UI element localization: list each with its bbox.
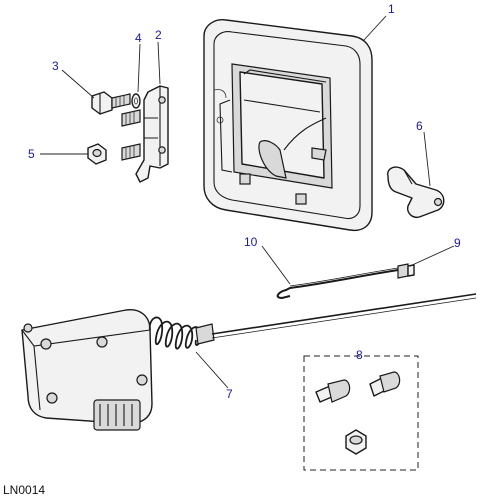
rod-grommet <box>397 263 415 279</box>
nut <box>87 143 107 165</box>
fixing-kit-box <box>303 355 419 471</box>
kit-stud-left <box>315 379 351 403</box>
callout-labels: 1 2 3 4 5 6 7 8 9 10 <box>28 2 461 401</box>
callout-4: 4 <box>135 31 142 45</box>
fixing-kit <box>303 355 419 471</box>
diagram-reference: LN0014 <box>3 483 45 497</box>
callout-2: 2 <box>155 28 162 42</box>
actuator-motor <box>21 309 153 431</box>
callout-10: 10 <box>244 235 258 249</box>
kit-nut <box>345 429 367 455</box>
callout-leaders <box>40 15 455 389</box>
hinge-bracket <box>135 85 169 183</box>
callout-7: 7 <box>226 387 233 401</box>
bracket-studs <box>121 109 141 161</box>
callout-6: 6 <box>416 119 423 133</box>
callout-1: 1 <box>388 2 395 16</box>
actuator-spring <box>148 316 215 350</box>
kit-stud-right <box>369 371 401 397</box>
bolt <box>91 91 131 115</box>
fuel-flap-housing <box>203 19 373 232</box>
actuator-cable <box>211 293 477 339</box>
callout-8: 8 <box>356 348 363 362</box>
callout-3: 3 <box>52 59 59 73</box>
callout-5: 5 <box>28 147 35 161</box>
washer <box>131 93 141 109</box>
callout-9: 9 <box>454 236 461 250</box>
release-rod <box>276 267 399 300</box>
latch-catch <box>387 166 445 218</box>
